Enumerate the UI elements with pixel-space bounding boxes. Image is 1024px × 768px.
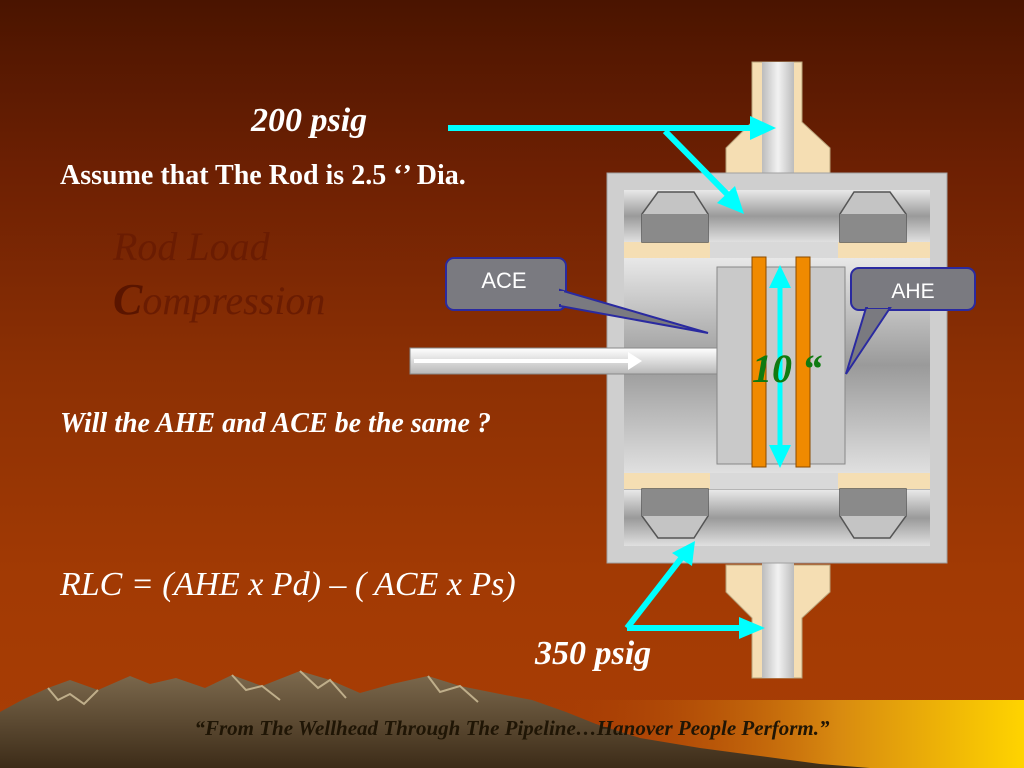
rod-diameter-assumption: Assume that The Rod is 2.5 ‘’ Dia. [60,160,466,191]
piston-ring-right [795,256,811,468]
ahe-callout [845,267,976,375]
stroke-arrow [769,265,791,468]
suction-pressure-arrow [624,541,765,639]
valve-upper-left [641,191,709,243]
valve-upper-right [839,191,907,243]
footer-tagline: “From The Wellhead Through The Pipeline…… [194,716,830,740]
valve-lower-right [839,488,907,539]
valve-lower-left [641,488,709,539]
slide-title: Rod Load Compression [113,222,325,327]
ahe-label: AHE [891,280,935,303]
bottom-nozzle [725,555,831,679]
title-initial: C [113,275,143,324]
ace-callout [445,257,709,334]
discharge-pressure-arrow [448,116,776,214]
question-text: Will the AHE and ACE be the same ? [60,408,491,439]
cylinder-diagram [409,61,976,679]
rlc-formula: RLC = (AHE x Pd) – ( ACE x Ps) [60,566,516,603]
piston-ring-left [751,256,767,468]
stroke-length-label: 10 “ [752,346,822,391]
suction-pressure-label: 350 psig [535,635,652,672]
ace-label: ACE [481,268,527,293]
discharge-pressure-label: 200 psig [251,102,368,139]
title-line-2: Compression [113,272,325,327]
title-rest: ompression [142,278,326,323]
title-line-1: Rod Load [113,224,270,269]
